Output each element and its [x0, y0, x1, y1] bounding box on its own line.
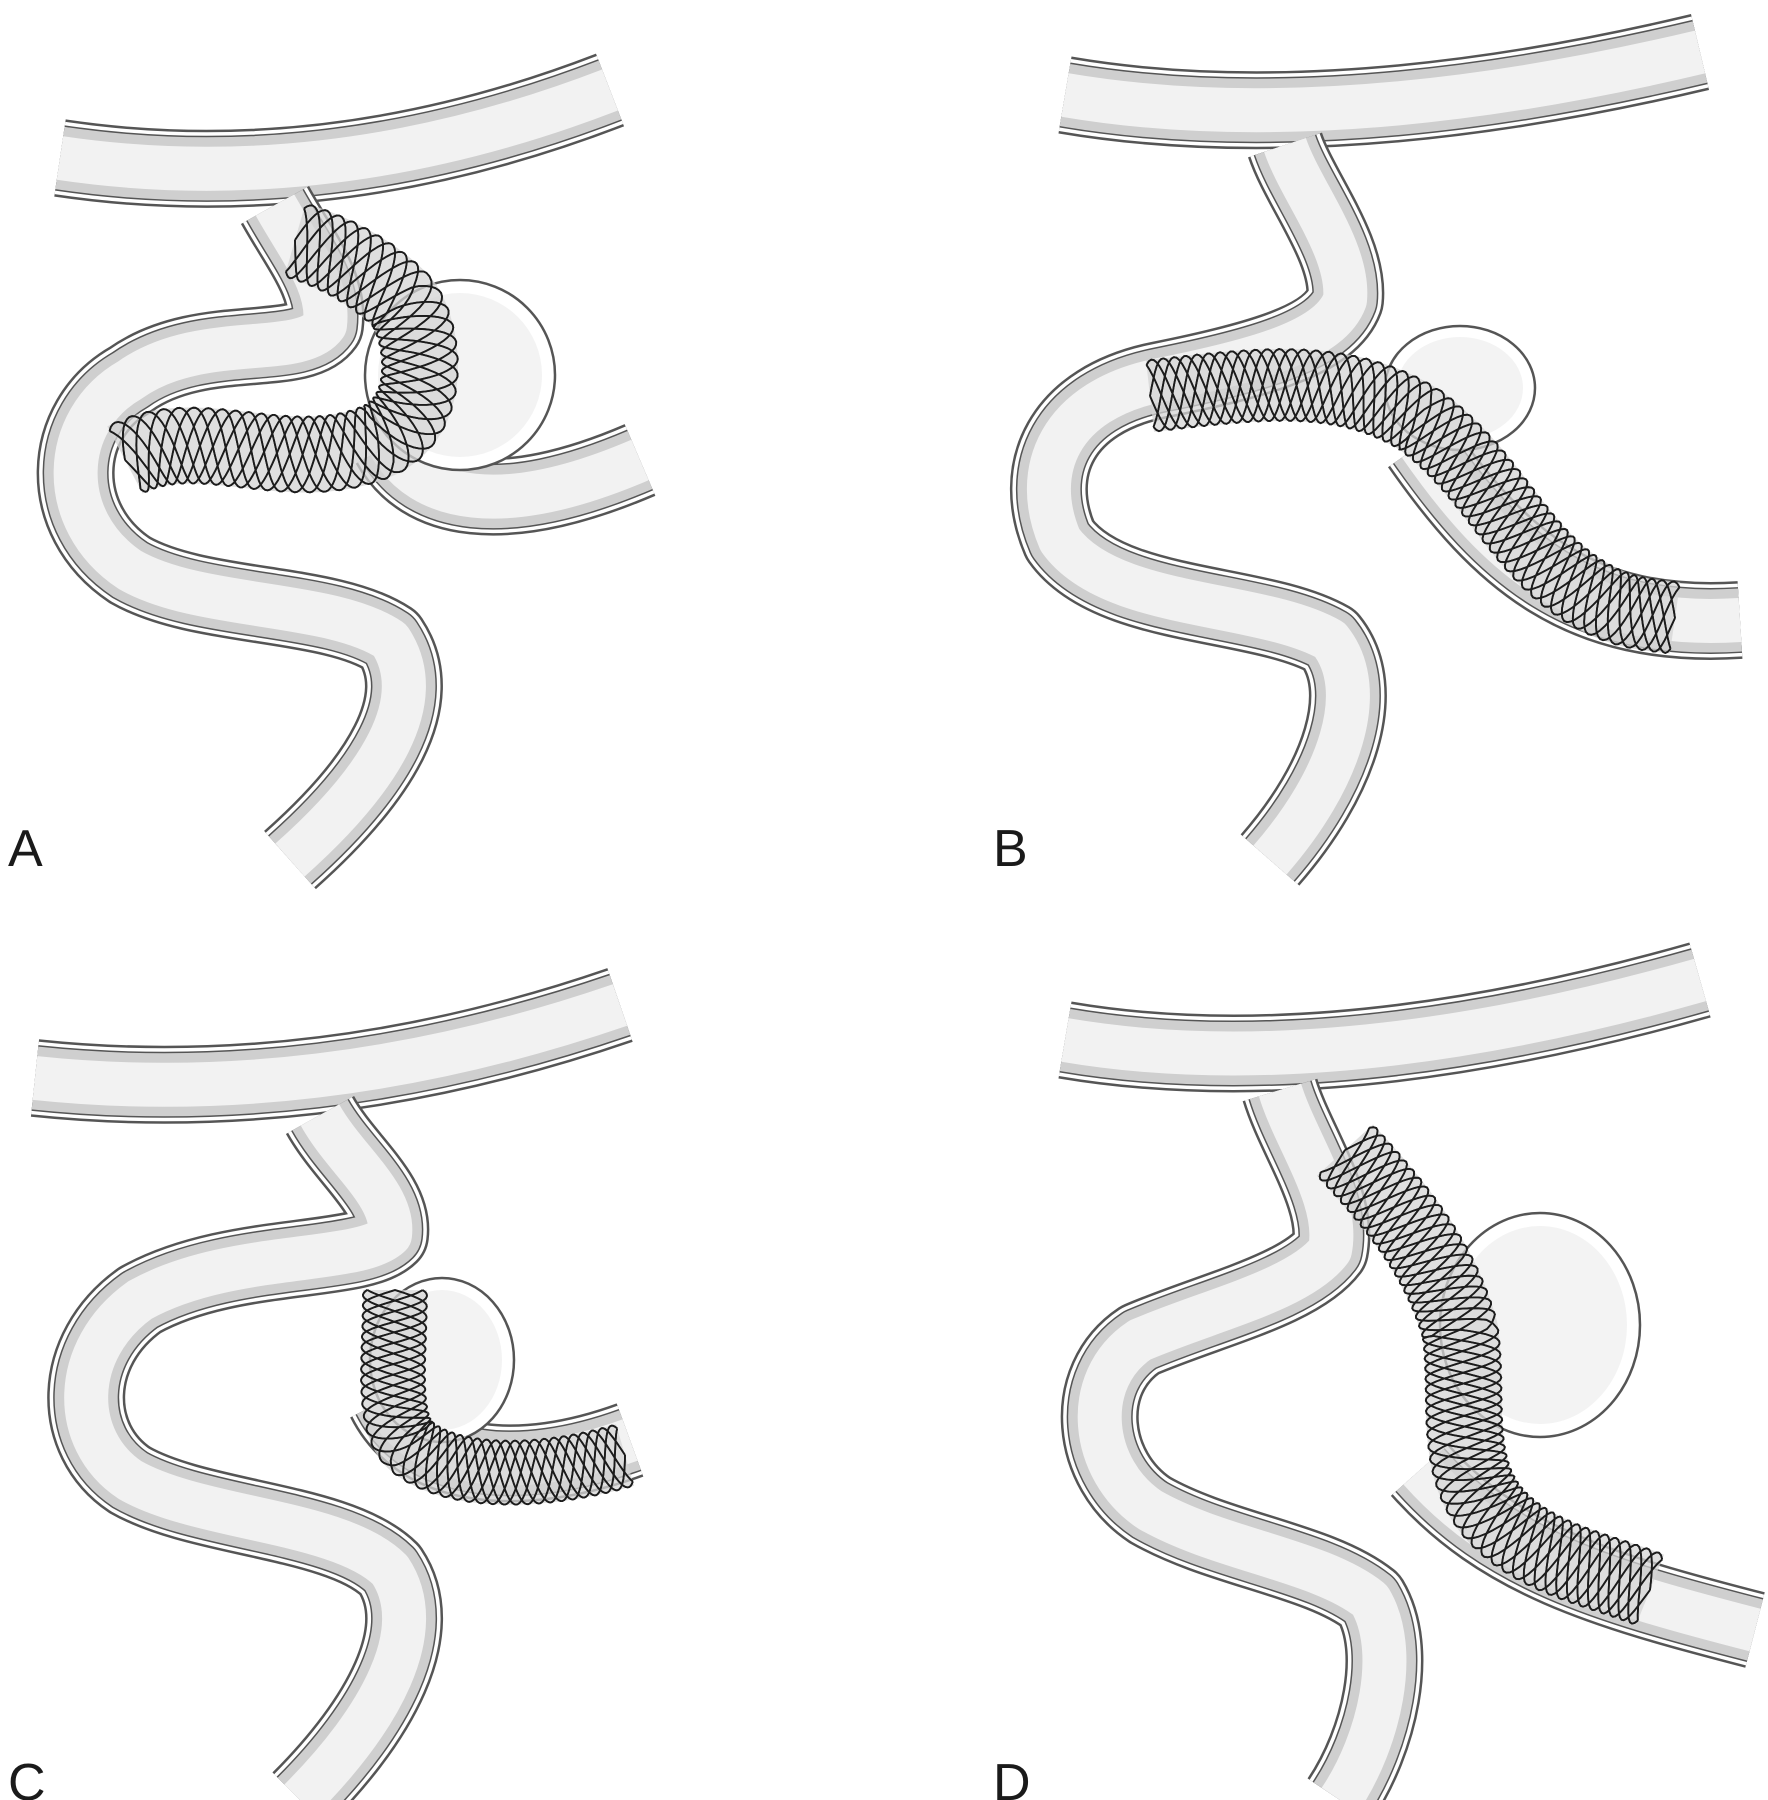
- panel-b-stent: [1145, 348, 1681, 654]
- panel-d: D: [993, 942, 1765, 1800]
- stent-strut: [1318, 1151, 1643, 1621]
- stent-strut: [360, 1289, 634, 1506]
- stent-strut: [360, 1289, 619, 1505]
- panel-c-vessels: [30, 968, 644, 1800]
- stent-strut: [1145, 348, 1681, 651]
- panel-a: A: [8, 53, 656, 890]
- vessel-segment: [64, 1103, 427, 1800]
- panel-d-stent: [1316, 1124, 1664, 1626]
- vessel-segment: [1077, 1083, 1407, 1800]
- vessel-segment: [1026, 137, 1370, 875]
- panel-d-label: D: [993, 1754, 1031, 1800]
- vessel-segment: [56, 69, 618, 191]
- vessel-segment: [1061, 958, 1707, 1076]
- vessel-segment: [1061, 30, 1706, 133]
- vessel-segment: [1017, 134, 1380, 881]
- panel-c-stent: [360, 1289, 634, 1506]
- panel-b-label: B: [993, 820, 1028, 878]
- panel-b-vessels: [1009, 14, 1743, 886]
- panel-c: C: [8, 968, 644, 1800]
- stent-strut: [1149, 348, 1676, 646]
- panel-d-vessels: [1058, 942, 1765, 1800]
- panel-a-stent: [107, 203, 459, 494]
- vessel-segment: [32, 984, 628, 1107]
- stent-body: [107, 203, 459, 494]
- vessel-segment: [53, 194, 426, 877]
- panel-b: B: [993, 14, 1743, 886]
- stent-strut: [108, 214, 459, 493]
- panel-a-label: A: [8, 820, 43, 878]
- stent-strut: [360, 1289, 626, 1506]
- stent-strut: [1326, 1149, 1653, 1611]
- stent-strut: [1340, 1126, 1663, 1618]
- stent-strut: [1152, 348, 1672, 650]
- panel-c-label: C: [8, 1754, 46, 1800]
